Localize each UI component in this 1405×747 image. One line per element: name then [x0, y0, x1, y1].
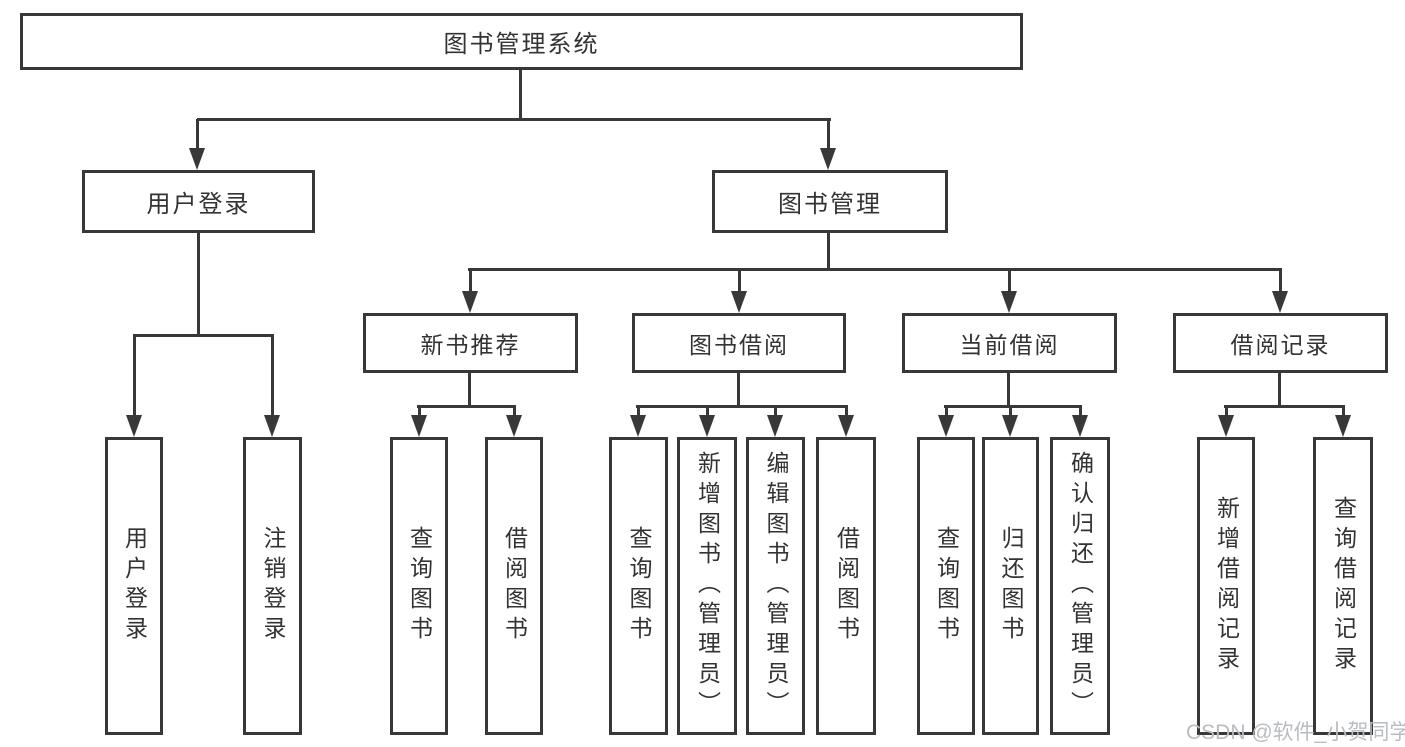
connector-vline: [197, 233, 200, 337]
arrow-shaft: [945, 405, 948, 418]
arrow-shaft: [1009, 405, 1012, 418]
leaf-return-books: 归还图书: [982, 437, 1039, 735]
node-label: 新增图书（管理员）: [694, 451, 721, 721]
node-borrowing-records: 借阅记录: [1173, 313, 1388, 373]
connector-hline: [417, 405, 516, 408]
arrow-shaft: [271, 334, 274, 417]
arrow-down-icon: [1218, 415, 1234, 437]
arrow-down-icon: [630, 415, 646, 437]
arrow-shaft: [827, 119, 830, 150]
leaf-logout: 注销登录: [243, 437, 302, 735]
arrow-shaft: [774, 405, 777, 418]
connector-vline: [1278, 373, 1281, 408]
node-label: 当前借阅: [959, 332, 1060, 358]
arrow-shaft: [469, 269, 472, 293]
node-label: 归还图书: [998, 526, 1024, 646]
connector-vline: [827, 233, 830, 271]
connector-hline: [636, 405, 847, 408]
arrow-down-icon: [699, 415, 715, 437]
node-book-borrowing: 图书借阅: [632, 313, 846, 373]
node-label: 借阅图书: [833, 526, 860, 646]
node-label: 借阅图书: [501, 526, 528, 646]
arrow-down-icon: [264, 415, 280, 437]
node-label: 查询图书: [626, 526, 652, 646]
node-label: 图书管理系统: [443, 31, 600, 58]
arrow-shaft: [513, 405, 516, 418]
arrow-down-icon: [938, 415, 954, 437]
arrow-down-icon: [1335, 415, 1351, 437]
arrow-down-icon: [1002, 415, 1018, 437]
node-label: 图书管理: [778, 191, 882, 218]
arrow-down-icon: [506, 415, 522, 437]
leaf-edit-books-admin: 编辑图书（管理员）: [746, 437, 805, 735]
node-label: 确认归还（管理员）: [1067, 451, 1094, 721]
node-current-borrowing: 当前借阅: [902, 313, 1117, 373]
arrow-down-icon: [731, 291, 747, 313]
node-label: 查询借阅记录: [1330, 496, 1357, 676]
node-label: 借阅记录: [1230, 332, 1331, 358]
leaf-borrow-books-recommend: 借阅图书: [485, 437, 543, 735]
arrow-shaft: [738, 269, 741, 293]
node-library-management-system: 图书管理系统: [20, 13, 1023, 70]
leaf-borrow-books: 借阅图书: [816, 437, 876, 735]
arrow-shaft: [1079, 405, 1082, 418]
leaf-query-books-current: 查询图书: [917, 437, 975, 735]
arrow-shaft: [418, 405, 421, 418]
arrow-down-icon: [767, 415, 783, 437]
connector-hline: [197, 118, 831, 121]
leaf-confirm-return-admin: 确认归还（管理员）: [1050, 437, 1110, 735]
connector-hline: [944, 405, 1082, 408]
node-label: 注销登录: [260, 526, 286, 646]
node-label: 图书借阅: [689, 332, 789, 358]
leaf-query-borrow-record: 查询借阅记录: [1313, 437, 1373, 735]
connector-vline: [1007, 373, 1010, 408]
node-label: 编辑图书（管理员）: [763, 451, 789, 721]
arrow-down-icon: [838, 415, 854, 437]
connector-hline: [1224, 405, 1344, 408]
csdn-watermark: CSDN @软件_小贺同学: [1186, 721, 1405, 744]
arrow-shaft: [706, 405, 709, 418]
node-book-management: 图书管理: [712, 170, 948, 233]
arrow-shaft: [133, 334, 136, 417]
connector-hline: [133, 334, 274, 337]
arrow-down-icon: [126, 415, 142, 437]
connector-vline: [468, 373, 471, 408]
arrow-shaft: [1008, 269, 1011, 293]
arrow-down-icon: [189, 148, 205, 170]
node-label: 查询图书: [933, 526, 960, 646]
arrow-shaft: [196, 119, 199, 150]
leaf-query-books-recommend: 查询图书: [390, 437, 448, 735]
arrow-down-icon: [411, 415, 427, 437]
arrow-down-icon: [820, 148, 836, 170]
node-label: 新书推荐: [420, 332, 521, 358]
connector-hline: [468, 268, 1282, 271]
arrow-down-icon: [1001, 291, 1017, 313]
connector-vline: [519, 69, 522, 120]
arrow-shaft: [637, 405, 640, 418]
node-label: 用户登录: [121, 526, 148, 646]
node-label: 查询图书: [406, 526, 433, 646]
node-user-login: 用户登录: [82, 170, 315, 233]
arrow-shaft: [1342, 405, 1345, 418]
connector-vline: [737, 373, 740, 408]
arrow-down-icon: [462, 291, 478, 313]
leaf-add-books-admin: 新增图书（管理员）: [677, 437, 737, 735]
node-label: 新增借阅记录: [1213, 496, 1240, 676]
leaf-query-books-borrowing: 查询图书: [609, 437, 668, 735]
arrow-shaft: [845, 405, 848, 418]
leaf-user-login: 用户登录: [105, 437, 163, 735]
leaf-add-borrow-record: 新增借阅记录: [1197, 437, 1255, 735]
arrow-shaft: [1279, 269, 1282, 293]
arrow-down-icon: [1272, 291, 1288, 313]
arrow-down-icon: [1072, 415, 1088, 437]
node-new-book-recommend: 新书推荐: [363, 313, 578, 373]
arrow-shaft: [1225, 405, 1228, 418]
node-label: 用户登录: [146, 191, 251, 218]
